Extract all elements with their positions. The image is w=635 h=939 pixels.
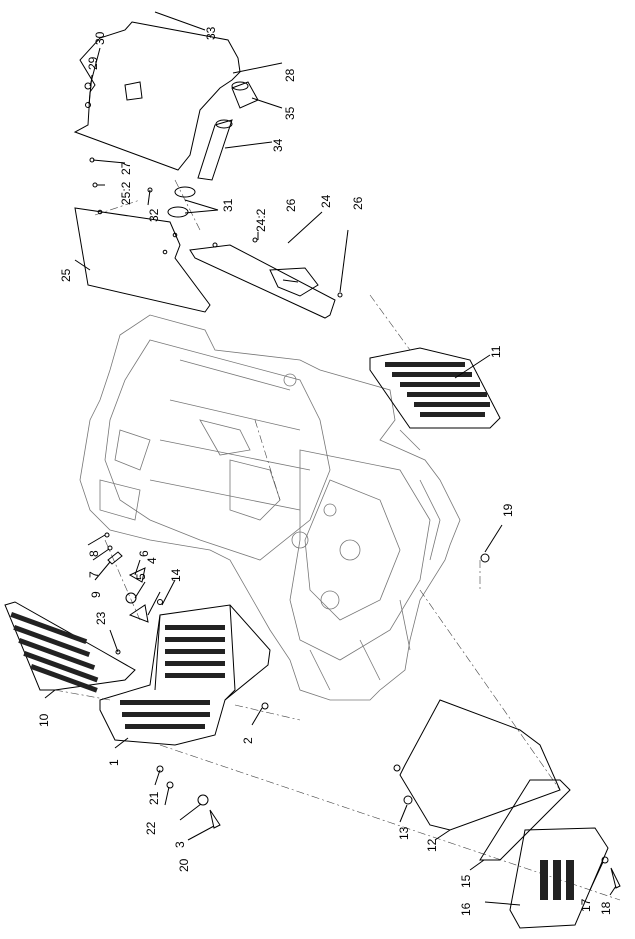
- callout-4: 4: [145, 557, 159, 564]
- callout-20: 20: [177, 858, 191, 872]
- callout-16: 16: [459, 902, 473, 916]
- callout-3: 3: [173, 841, 187, 848]
- callout-24: 24: [319, 194, 333, 208]
- callout-34: 34: [271, 138, 285, 152]
- rings-31-32: [167, 186, 196, 218]
- callout-13: 13: [397, 826, 411, 840]
- callout-31: 31: [221, 198, 235, 212]
- assembly-lines: [54, 179, 621, 901]
- callout-15: 15: [459, 874, 473, 888]
- callout-5: 5: [134, 573, 148, 580]
- callout-21: 21: [147, 791, 161, 805]
- grille-assembly-1: [99, 604, 271, 746]
- main-frame: [79, 314, 461, 701]
- callout-17: 17: [579, 898, 593, 912]
- callout-25-2: 25:2: [119, 181, 133, 205]
- callout-26b: 26: [351, 196, 365, 210]
- tube-34-35: [197, 81, 259, 181]
- callout-10: 10: [37, 713, 51, 727]
- bracket-15: [479, 779, 571, 861]
- housing-16: [509, 827, 609, 929]
- callout-29: 29: [86, 56, 100, 70]
- grille-10: [4, 601, 136, 693]
- leader-lines: [44, 11, 617, 906]
- callout-14: 14: [169, 568, 183, 582]
- callout-33: 33: [204, 26, 218, 40]
- panel-12: [399, 699, 561, 831]
- callout-24-2: 24:2: [254, 208, 268, 232]
- callout-26a: 26: [284, 198, 298, 212]
- callout-27: 27: [119, 161, 133, 175]
- callout-6: 6: [137, 550, 151, 557]
- callout-35: 35: [283, 106, 297, 120]
- callout-30: 30: [93, 31, 107, 45]
- callout-19: 19: [501, 503, 515, 517]
- panel-24: [189, 244, 336, 319]
- callout-7: 7: [87, 571, 101, 578]
- plate-25: [74, 207, 211, 313]
- callout-8: 8: [87, 550, 101, 557]
- callout-22: 22: [144, 821, 158, 835]
- callout-2: 2: [241, 737, 255, 744]
- callout-labels: 1 2 3 4 5 6 7 8 9 10 11 12 13 14 15 16 1…: [37, 26, 613, 916]
- callout-18: 18: [599, 901, 613, 915]
- callout-25: 25: [59, 268, 73, 282]
- cover-28: [73, 21, 241, 171]
- grille-11: [369, 347, 501, 429]
- callout-28: 28: [283, 68, 297, 82]
- callout-32: 32: [147, 208, 161, 222]
- callout-12: 12: [425, 838, 439, 852]
- callout-9: 9: [89, 591, 103, 598]
- callout-23: 23: [94, 611, 108, 625]
- callout-11: 11: [489, 345, 503, 358]
- callout-1: 1: [107, 759, 121, 766]
